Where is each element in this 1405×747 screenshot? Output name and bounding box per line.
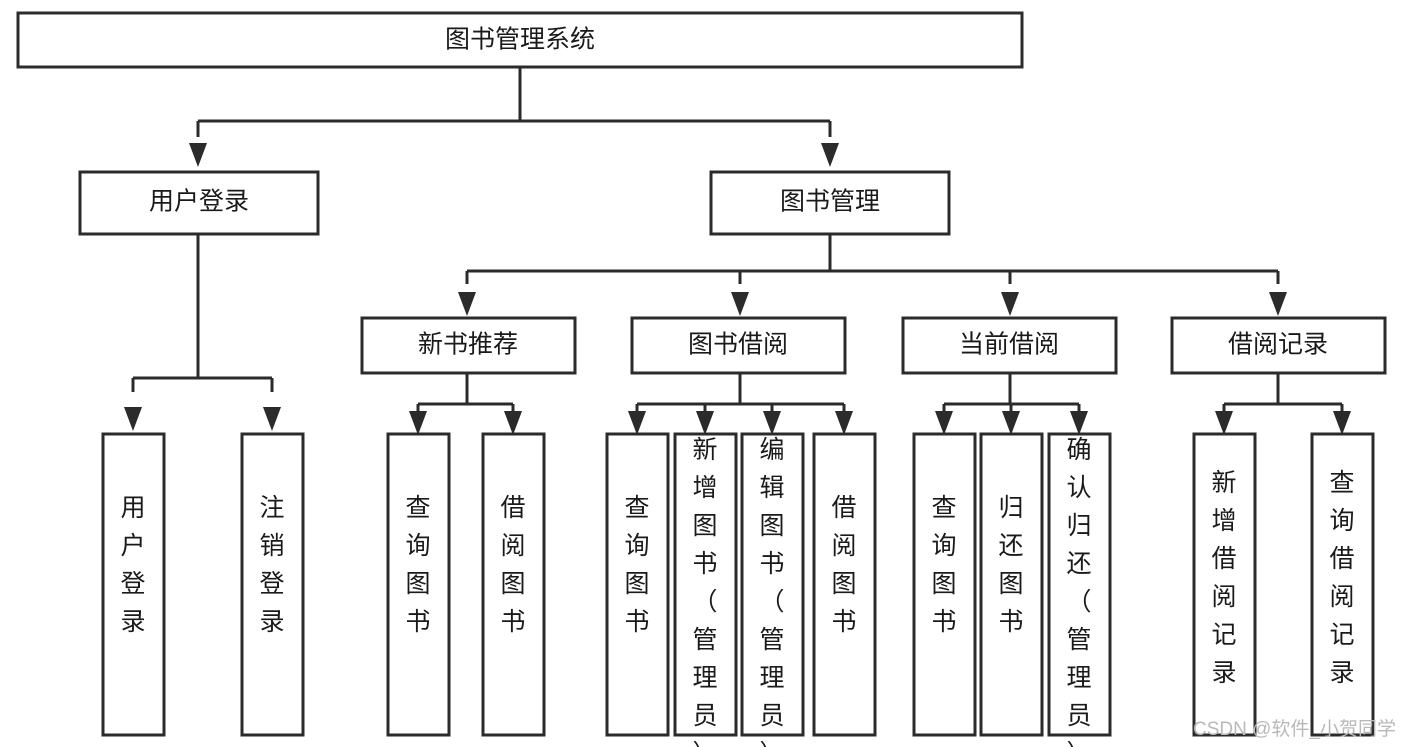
node-current-borrow[interactable]: 当前借阅 [901,316,1118,375]
node-book-borrow-label: 图书借阅 [688,331,788,359]
node-leaf-logout-label: 注销登录 [259,494,284,636]
arrow-icon [731,292,749,316]
node-leaf-edit-book-label: 编辑图书（管理员） [759,436,784,747]
node-leaf-add-record-label: 新增借阅记录 [1211,469,1236,687]
node-leaf-return-book-label: 归还图书 [998,494,1023,636]
node-leaf-user-login[interactable]: 用户登录 [101,432,166,737]
node-leaf-borrow-book-2[interactable]: 借阅图书 [812,432,877,737]
arrow-icon [1001,292,1019,316]
arrow-icon [1333,411,1351,435]
node-leaf-return-book[interactable]: 归还图书 [979,432,1044,737]
node-leaf-query-book-2-label: 查询图书 [624,494,649,636]
node-leaf-confirm-return-label: 确认归还（管理员） [1066,436,1091,747]
node-leaf-add-book-label: 新增图书（管理员） [692,436,717,747]
node-book-borrow[interactable]: 图书借阅 [630,316,847,375]
node-leaf-borrow-book-2-label: 借阅图书 [831,494,856,636]
arrow-icon [504,411,522,435]
node-leaf-logout[interactable]: 注销登录 [240,432,305,737]
arrow-icon [628,411,646,435]
arrow-icon [835,411,853,435]
csdn-watermark: CSDN @软件_小贺同学 [1193,718,1396,740]
node-borrow-record[interactable]: 借阅记录 [1170,316,1387,375]
arrow-icon [696,411,714,435]
connector-currentborrow-to-leaves [935,373,1088,435]
connector-userlogin-to-leaves [124,235,281,431]
arrow-icon [1070,411,1088,435]
node-leaf-add-book[interactable]: 新增图书（管理员） [673,432,738,747]
node-leaf-query-book-2[interactable]: 查询图书 [605,432,670,737]
node-leaf-query-book-3-label: 查询图书 [931,494,956,636]
node-borrow-record-label: 借阅记录 [1228,331,1328,359]
node-leaf-query-record[interactable]: 查询借阅记录 [1310,432,1375,737]
arrow-icon [409,411,427,435]
arrow-icon [935,411,953,435]
node-leaf-add-record[interactable]: 新增借阅记录 [1192,432,1257,737]
node-leaf-borrow-book-1-label: 借阅图书 [500,494,525,636]
node-leaf-user-login-label: 用户登录 [120,494,145,636]
connector-bookmanage-to-level3 [458,235,1287,316]
node-new-book-rec[interactable]: 新书推荐 [360,316,577,375]
node-leaf-query-book-1[interactable]: 查询图书 [386,432,451,737]
connector-root-to-level2 [189,67,839,167]
node-root-label: 图书管理系统 [445,26,595,54]
arrow-icon [1269,292,1287,316]
node-leaf-query-book-3[interactable]: 查询图书 [912,432,977,737]
node-leaf-query-book-1-label: 查询图书 [405,494,430,636]
node-root[interactable]: 图书管理系统 [16,11,1024,69]
connector-borrowrecord-to-leaves [1215,373,1351,435]
node-leaf-edit-book[interactable]: 编辑图书（管理员） [740,432,805,747]
connector-bookborrow-to-leaves [628,373,853,435]
node-book-manage[interactable]: 图书管理 [709,170,951,236]
arrow-icon [821,143,839,167]
node-current-borrow-label: 当前借阅 [959,331,1059,359]
node-leaf-confirm-return[interactable]: 确认归还（管理员） [1047,432,1112,747]
arrow-icon [458,292,476,316]
node-user-login-label: 用户登录 [149,188,249,216]
arrow-icon [124,407,142,431]
node-leaf-borrow-book-1[interactable]: 借阅图书 [481,432,546,737]
arrow-icon [1215,411,1233,435]
node-leaf-query-record-label: 查询借阅记录 [1329,469,1354,687]
node-new-book-rec-label: 新书推荐 [418,331,518,359]
arrow-icon [1002,411,1020,435]
connector-newbook-to-leaves [409,373,522,435]
node-book-manage-label: 图书管理 [780,188,880,216]
node-user-login[interactable]: 用户登录 [78,170,320,236]
arrow-icon [763,411,781,435]
arrow-icon [263,407,281,431]
arrow-icon [189,143,207,167]
